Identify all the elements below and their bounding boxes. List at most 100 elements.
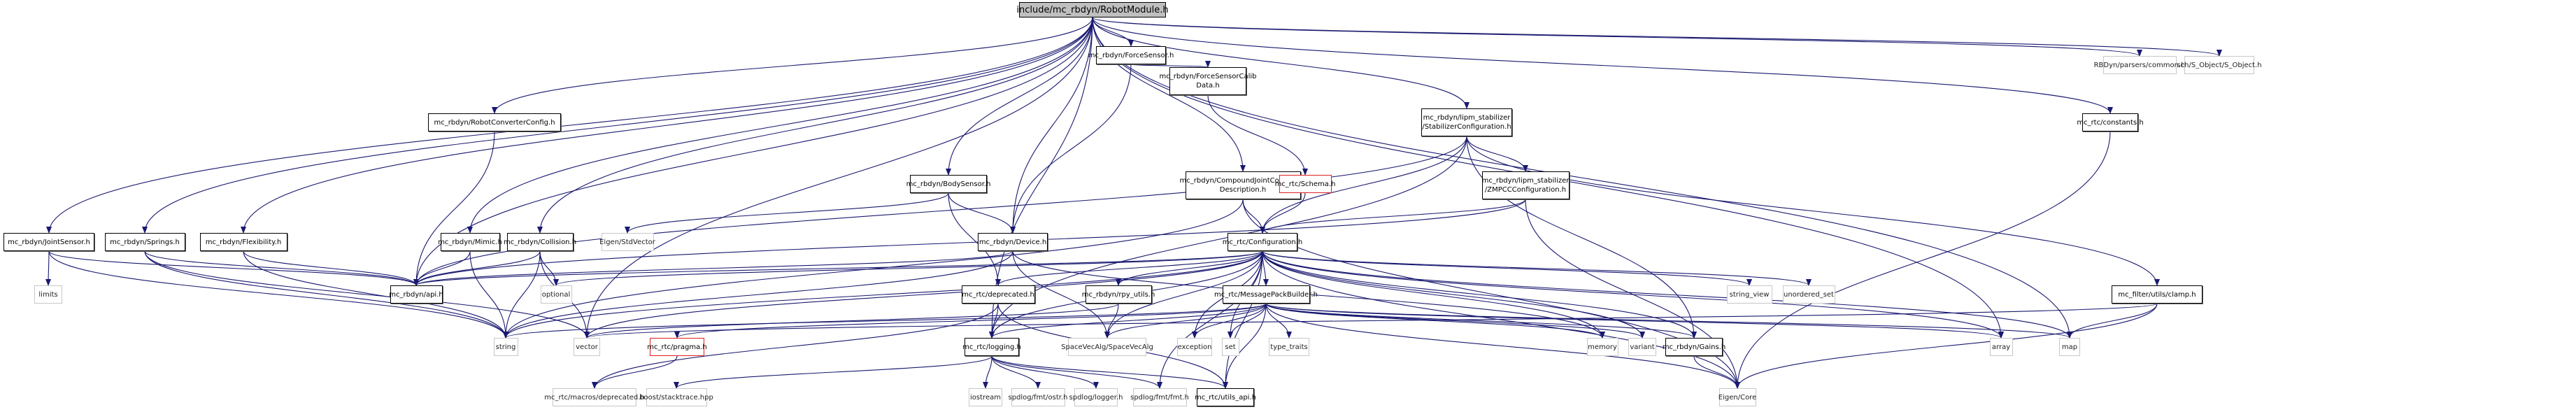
edge-Configuration-to-unordered_set xyxy=(1262,250,1812,286)
edge-root-to-StabilizerConfig xyxy=(1092,17,1470,109)
edge-ForceSensor-to-ForceSensorCalib xyxy=(1130,60,1211,68)
edge-CompoundJoint-to-string xyxy=(503,199,1244,339)
edge-MsgPack-to-utils_api xyxy=(1223,303,1267,389)
node-pragma[interactable]: mc_rtc/pragma.h xyxy=(647,338,707,356)
edge-Configuration-to-map xyxy=(1262,250,2072,339)
node-forcesensor[interactable]: mc_rbdyn/ForceSensor.h xyxy=(1088,46,1174,64)
edge-RobotConverterConfig-to-api xyxy=(413,131,495,286)
edge-Configuration-to-deprecated xyxy=(995,250,1263,286)
edge-Configuration-to-vector xyxy=(584,250,1263,339)
edge-MsgPack-to-set xyxy=(1227,303,1267,339)
edge-Configuration-to-rpy xyxy=(1116,250,1263,286)
edge-StabilizerConfig-to-api xyxy=(413,136,1467,286)
node-string-view: string_view xyxy=(1726,285,1772,304)
edge-Configuration-to-utils_api xyxy=(1223,250,1263,389)
node-logger: spdlog/logger.h xyxy=(1069,388,1123,406)
edge-logging-to-logger xyxy=(991,355,1099,389)
node-clamp[interactable]: mc_filter/utils/clamp.h xyxy=(2112,285,2203,304)
edge-Flexibility-to-api xyxy=(243,250,419,286)
edge-root-to-vector xyxy=(584,17,1093,339)
edge-Configuration-to-SpaceVecAlg xyxy=(1104,250,1263,339)
edge-ForceSensorCalib-to-Schema xyxy=(1207,94,1308,176)
edge-Configuration-to-array xyxy=(1262,250,2004,339)
node-exception: exception xyxy=(1177,338,1212,356)
node-collision[interactable]: mc_rbdyn/Collision.h xyxy=(504,233,576,251)
edge-Springs-to-string xyxy=(144,250,508,339)
node-bodysensor[interactable]: mc_rbdyn/BodySensor.h xyxy=(906,175,990,193)
edge-root-to-Device xyxy=(1010,17,1093,234)
node-eigencore: Eigen/Core xyxy=(1718,388,1756,406)
node-mimic[interactable]: mc_rbdyn/Mimic.h xyxy=(438,233,502,251)
edge-MsgPack-to-Gains xyxy=(1265,303,1697,339)
edge-StabilizerConfig-to-Gains xyxy=(1466,136,1697,339)
edge-root-to-Mimic xyxy=(467,17,1093,234)
node-limits: limits xyxy=(34,285,62,304)
node-device[interactable]: mc_rbdyn/Device.h xyxy=(978,233,1048,251)
edge-JointSensor-to-limits xyxy=(45,250,52,286)
edge-deprecated-to-macros_deprecated xyxy=(592,303,999,389)
edge-Device-to-string xyxy=(503,250,1013,339)
node-api[interactable]: mc_rbdyn/api.h xyxy=(389,285,443,304)
node-msgpack[interactable]: mc_rtc/MessagePackBuilder.h xyxy=(1214,285,1318,304)
node-memory: memory xyxy=(1586,338,1618,356)
node-zmpcc[interactable]: mc_rbdyn/lipm_stabilizer /ZMPCCConfigura… xyxy=(1481,171,1570,199)
edge-Collision-to-string xyxy=(503,250,541,339)
edge-Configuration-to-variant xyxy=(1262,250,1645,339)
node-deprecated[interactable]: mc_rtc/deprecated.h xyxy=(961,285,1035,304)
node-jointsensor[interactable]: mc_rbdyn/JointSensor.h xyxy=(3,233,94,251)
node-iostream: iostream xyxy=(969,388,1002,406)
node-springs[interactable]: mc_rbdyn/Springs.h xyxy=(104,233,185,251)
edge-Springs-to-vector xyxy=(144,250,590,339)
node-rbdyncommon: RBDyn/parsers/common.h xyxy=(2094,56,2185,74)
node-eigenstdvector: Eigen/StdVector xyxy=(599,233,655,251)
node-rpy[interactable]: mc_rbdyn/rpy_utils.h xyxy=(1082,285,1155,304)
edge-root-to-constants xyxy=(1092,17,2113,114)
node-variant: variant xyxy=(1628,338,1656,356)
edge-root-to-RobotConverterConfig xyxy=(492,17,1093,114)
edge-MsgPack-to-exception xyxy=(1192,303,1267,339)
edge-MsgPack-to-memory xyxy=(1265,303,1605,339)
node-logging[interactable]: mc_rtc/logging.h xyxy=(962,338,1021,356)
edge-CompoundJoint-to-Configuration xyxy=(1242,199,1265,234)
edge-pragma-to-macros_deprecated xyxy=(592,355,678,389)
edge-ForceSensor-to-Device xyxy=(1010,64,1132,234)
edge-MsgPack-to-string xyxy=(503,303,1267,339)
edge-Collision-to-api xyxy=(413,250,541,286)
node-root: include/mc_rbdyn/RobotModule.h xyxy=(1016,2,1169,17)
edge-root-to-CompoundJoint xyxy=(1092,17,1246,172)
edge-logging-to-stacktrace xyxy=(674,355,992,389)
node-gains[interactable]: mc_rbdyn/Gains.h xyxy=(1663,338,1725,356)
edge-Configuration-to-api xyxy=(413,250,1263,286)
edge-root-to-map xyxy=(1092,17,2072,339)
node-configuration[interactable]: mc_rtc/Configuration.h xyxy=(1223,233,1302,251)
node-forcesensorcalib[interactable]: mc_rbdyn/ForceSensorCalib Data.h xyxy=(1159,67,1257,95)
edge-Configuration-to-string xyxy=(503,250,1263,339)
edge-StabilizerConfig-to-clamp xyxy=(1466,136,2160,286)
node-stacktrace: boost/stacktrace.hpp xyxy=(639,388,713,406)
edge-BodySensor-to-EigenStdVector xyxy=(625,192,949,234)
node-flexibility[interactable]: mc_rbdyn/Flexibility.h xyxy=(199,233,287,251)
node-map: map xyxy=(2059,338,2080,356)
node-schema[interactable]: mc_rtc/Schema.h xyxy=(1275,175,1335,193)
node-macros-deprecated: mc_rtc/macros/deprecated.h xyxy=(544,388,645,406)
node-stabilizerconfig[interactable]: mc_rbdyn/lipm_stabilizer /StabilizerConf… xyxy=(1421,108,1512,136)
edges-layer xyxy=(45,17,2222,389)
edge-constants-to-EigenCore xyxy=(1735,131,2111,389)
edge-BodySensor-to-deprecated xyxy=(948,192,1001,286)
node-optional: optional xyxy=(540,285,572,304)
edge-Flexibility-to-string xyxy=(243,250,508,339)
node-array: array xyxy=(1989,338,2013,356)
edge-logging-to-fmt xyxy=(991,355,1162,389)
edge-JointSensor-to-api xyxy=(48,250,419,286)
edge-StabilizerConfig-to-ZMPCC xyxy=(1466,136,1528,172)
node-constants[interactable]: mc_rtc/constants.h xyxy=(2077,113,2144,132)
edge-Springs-to-api xyxy=(144,250,419,286)
node-robotconverterconfig[interactable]: mc_rbdyn/RobotConverterConfig.h xyxy=(428,113,561,132)
node-sobject: sch/S_Object/S_Object.h xyxy=(2177,56,2262,74)
edge-logging-to-ostr xyxy=(991,355,1041,389)
edge-Configuration-to-memory xyxy=(1262,250,1605,339)
edge-MsgPack-to-variant xyxy=(1265,303,1645,339)
node-utils-api[interactable]: mc_rtc/utils_api.h xyxy=(1195,388,1256,406)
edge-MsgPack-to-EigenCore xyxy=(1265,303,1740,389)
edge-root-to-JointSensor xyxy=(46,17,1093,234)
